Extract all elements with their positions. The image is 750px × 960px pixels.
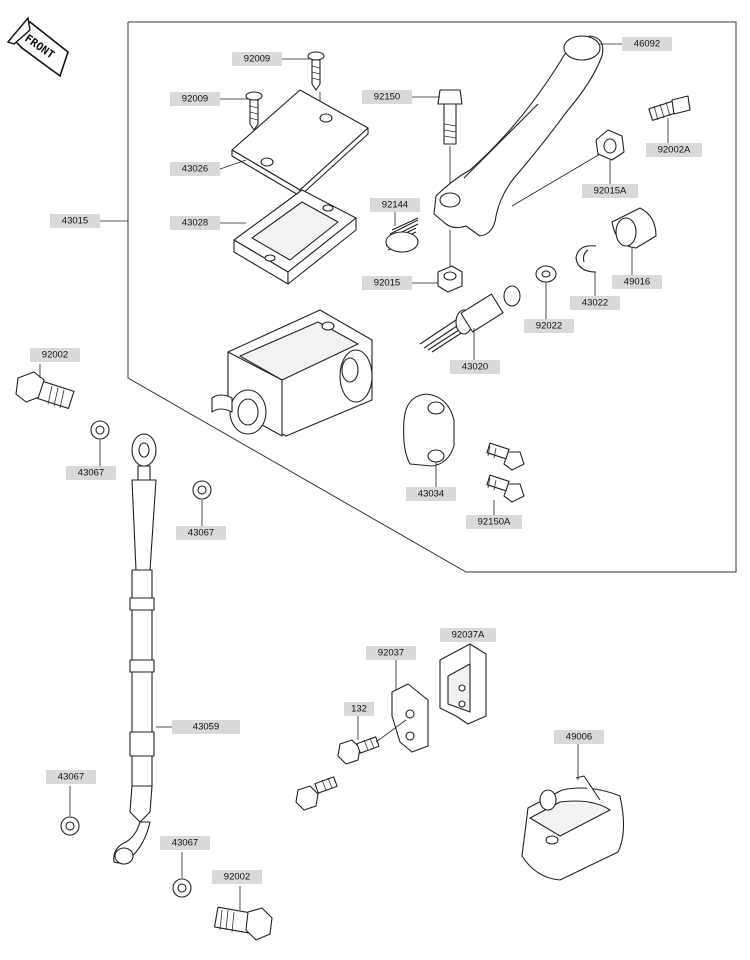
- screw-92002A: [648, 95, 691, 121]
- svg-text:132: 132: [351, 704, 367, 715]
- svg-text:43067: 43067: [188, 528, 214, 539]
- part-label-46092: 46092: [622, 37, 672, 51]
- part-label-49016: 49016: [612, 275, 662, 289]
- part-label-43022: 43022: [570, 296, 620, 310]
- svg-text:92144: 92144: [382, 200, 408, 211]
- screw-92009-left: [245, 91, 263, 131]
- part-label-92037A: 92037A: [440, 628, 496, 642]
- part-label-43067-c: 43067: [46, 770, 96, 784]
- svg-text:43067: 43067: [58, 772, 84, 783]
- part-label-43067-b: 43067: [176, 526, 226, 540]
- washer-43067-d: [172, 878, 192, 898]
- bolt-92150A-lower: [486, 474, 525, 503]
- part-label-43026: 43026: [170, 162, 220, 176]
- part-label-49006: 49006: [554, 730, 604, 744]
- svg-text:49006: 49006: [566, 732, 592, 743]
- bolt-92150A-upper: [486, 442, 525, 471]
- part-label-92009-top: 92009: [232, 52, 282, 66]
- part-label-92002-bottom: 92002: [212, 870, 262, 884]
- part-label-92022: 92022: [524, 319, 574, 333]
- svg-text:92002: 92002: [42, 350, 68, 361]
- piston-kit-43020: [419, 285, 521, 353]
- circlip-43022: [575, 245, 597, 273]
- svg-text:92022: 92022: [536, 321, 562, 332]
- part-label-92009-left: 92009: [170, 92, 220, 106]
- part-label-92002A: 92002A: [646, 143, 702, 157]
- boot-49016: [611, 207, 657, 249]
- svg-text:92037A: 92037A: [452, 630, 485, 641]
- part-label-43020: 43020: [450, 360, 500, 374]
- brake-lever-46092: [433, 35, 604, 237]
- bracket-92037A: [439, 643, 487, 725]
- part-label-43034: 43034: [406, 487, 456, 501]
- nut-92015: [437, 265, 463, 293]
- svg-text:92002: 92002: [224, 872, 250, 883]
- washer-43067-a: [90, 420, 110, 440]
- master-cylinder-body: [211, 309, 373, 437]
- part-label-92150A: 92150A: [466, 515, 522, 529]
- bolt-132-lower: [295, 776, 338, 811]
- part-label-43067-a: 43067: [66, 466, 116, 480]
- svg-text:43022: 43022: [582, 298, 608, 309]
- part-label-92002-top: 92002: [30, 348, 80, 362]
- banjo-bolt-92002-top: [15, 371, 75, 410]
- svg-text:49016: 49016: [624, 277, 650, 288]
- svg-text:92037: 92037: [378, 648, 404, 659]
- brake-hose-43059: [113, 433, 157, 865]
- pivot-bolt-92150: [437, 89, 463, 145]
- part-label-92150: 92150: [362, 90, 412, 104]
- svg-text:92009: 92009: [244, 54, 270, 65]
- screw-92009-right: [307, 51, 325, 91]
- svg-text:92009: 92009: [182, 94, 208, 105]
- part-label-43067-d: 43067: [160, 836, 210, 850]
- part-label-43059: 43059: [172, 720, 240, 734]
- clamp-92037: [391, 683, 429, 753]
- part-label-43015: 43015: [50, 214, 100, 228]
- washer-92022: [535, 265, 557, 283]
- part-label-92144: 92144: [370, 198, 420, 212]
- svg-text:92150A: 92150A: [478, 517, 511, 528]
- part-label-132: 132: [344, 702, 374, 716]
- svg-text:43034: 43034: [418, 489, 444, 500]
- washer-43067-b: [192, 480, 212, 500]
- svg-text:92002A: 92002A: [658, 145, 691, 156]
- part-label-92015: 92015: [362, 276, 412, 290]
- svg-text:92015A: 92015A: [594, 186, 627, 197]
- svg-text:92150: 92150: [374, 92, 400, 103]
- assembly-frame: [127, 21, 737, 573]
- svg-text:46092: 46092: [634, 39, 660, 50]
- nut-92015A: [595, 129, 625, 161]
- front-arrow-icon: FRONT: [6, 16, 69, 78]
- bolt-132-upper: [337, 736, 380, 765]
- svg-text:43067: 43067: [78, 468, 104, 479]
- svg-text:43059: 43059: [193, 722, 219, 733]
- diaphragm-43028: [233, 189, 357, 285]
- part-label-43028: 43028: [170, 216, 220, 230]
- banjo-bolt-92002-bottom: [213, 906, 273, 941]
- clamp-43034: [403, 393, 455, 467]
- washer-43067-c: [60, 816, 80, 836]
- brake-switch-49006: [521, 775, 625, 881]
- part-label-92015A: 92015A: [582, 184, 638, 198]
- svg-text:43067: 43067: [172, 838, 198, 849]
- part-label-92037: 92037: [366, 646, 416, 660]
- svg-text:43020: 43020: [462, 362, 488, 373]
- svg-text:92015: 92015: [374, 278, 400, 289]
- spring-92144: [385, 217, 419, 253]
- svg-text:43026: 43026: [182, 164, 208, 175]
- svg-text:43028: 43028: [182, 218, 208, 229]
- svg-text:43015: 43015: [62, 216, 88, 227]
